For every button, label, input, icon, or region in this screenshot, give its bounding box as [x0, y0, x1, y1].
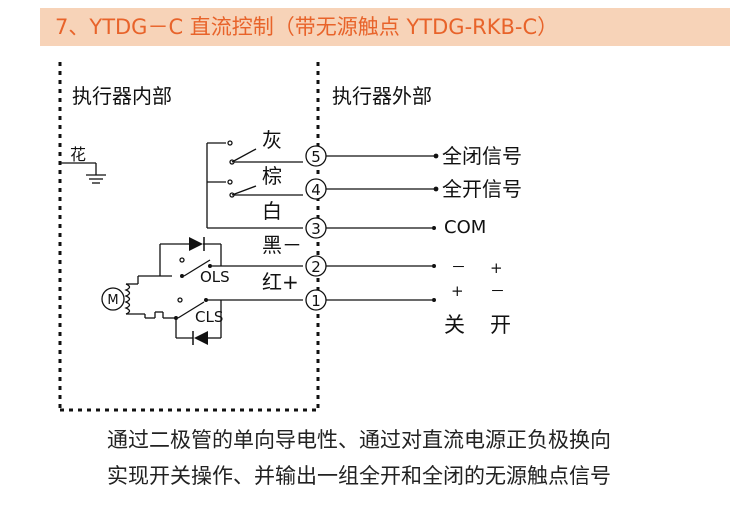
- wire-endpoints: [432, 153, 439, 302]
- ground-icon: [60, 162, 106, 184]
- wire-white-label: 白: [262, 199, 282, 223]
- cls-label: CLS: [195, 308, 223, 326]
- ols-circuit: [126, 243, 303, 285]
- cls-circuit: [126, 299, 303, 339]
- terminal-1-label: 1: [311, 292, 321, 310]
- caption-line-2: 实现开关操作、并输出一组全开和全闭的无源触点信号: [107, 464, 611, 488]
- wire-red-label: 红+: [262, 270, 299, 294]
- caption-line-1: 通过二极管的单向导电性、通过对直流电源正负极换向: [107, 428, 611, 452]
- polarity-row1-right: －: [490, 282, 505, 300]
- terminal-4-label: 4: [311, 181, 321, 199]
- action-open-label: 开: [490, 313, 511, 337]
- contact-common-bus: [206, 142, 303, 229]
- wire-black-label: 黑－: [262, 233, 302, 257]
- motor-label: M: [107, 293, 118, 308]
- ols-label: OLS: [200, 268, 230, 286]
- wire-brown-label: 棕: [262, 164, 282, 188]
- ground-label: 花: [70, 145, 86, 164]
- diode-upper-icon: [189, 237, 205, 251]
- title-banner: 7、YTDG－C 直流控制（带无源触点 YTDG-RKB-C）: [40, 8, 730, 46]
- external-wires: [326, 155, 434, 301]
- polarity-row2-right: +: [490, 259, 503, 277]
- terminal-2-label: 2: [311, 258, 321, 276]
- closed-signal-label: 全闭信号: [442, 144, 522, 168]
- open-signal-label: 全开信号: [442, 177, 522, 201]
- limit-switch-open-contact: [227, 179, 303, 198]
- motor-winding: [124, 283, 131, 315]
- terminal-5-label: 5: [311, 148, 321, 166]
- inside-label: 执行器内部: [72, 84, 172, 108]
- limit-switch-closed-contact: [227, 140, 303, 165]
- wire-gray-label: 灰: [262, 128, 282, 152]
- com-label: COM: [444, 217, 486, 238]
- section-title: 7、YTDG－C 直流控制（带无源触点 YTDG-RKB-C）: [55, 15, 559, 39]
- motor-icon: M: [101, 287, 125, 311]
- polarity-row1-left: +: [451, 282, 464, 300]
- action-close-label: 关: [444, 313, 465, 337]
- polarity-row2-left: －: [451, 258, 466, 276]
- diode-lower-icon: [192, 331, 208, 345]
- terminal-3-label: 3: [311, 220, 321, 238]
- outside-label: 执行器外部: [332, 84, 432, 108]
